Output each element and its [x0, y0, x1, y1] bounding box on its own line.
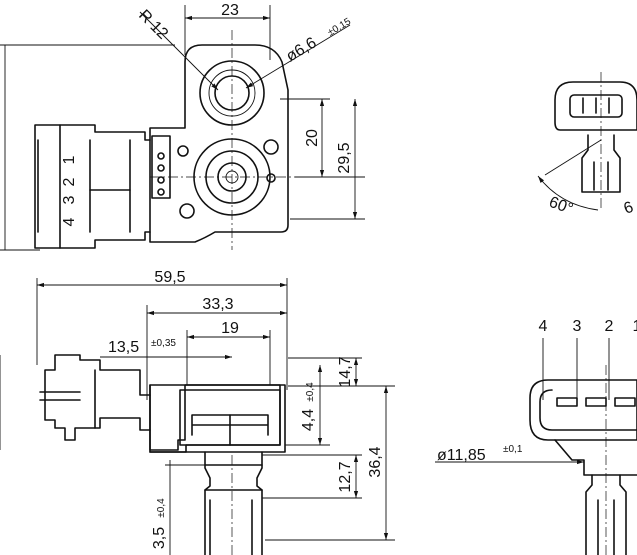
dim-33-3: 33,3 — [202, 296, 233, 313]
dim-59-5: 59,5 — [154, 269, 185, 286]
pin-dot-2 — [157, 164, 165, 172]
outer-dia: ø11,85 — [437, 447, 486, 464]
screw-hole-2 — [179, 203, 195, 219]
top-pin-2: 2 — [61, 177, 78, 186]
lower-flange — [554, 439, 637, 476]
top-connector — [34, 124, 151, 249]
right-upper-view: 60° 6 — [537, 72, 637, 218]
angle-arc — [537, 175, 599, 211]
upper-stem — [581, 134, 621, 193]
pin-block — [151, 135, 171, 199]
top-pin-4: 4 — [61, 217, 78, 226]
pin-label-4: 4 — [539, 318, 548, 335]
screw-hole-3 — [266, 173, 276, 183]
angle-label-partial: 6 — [622, 199, 636, 218]
dim-hole-tol: ±0,15 — [326, 16, 353, 39]
dim-hole-dia: ø6,6 — [283, 34, 319, 65]
dim-3-5-tol: ±0,4 — [156, 498, 167, 518]
dim-13-5: 13,5 — [108, 339, 139, 356]
screw-hole-4 — [177, 145, 189, 157]
r12-leader — [139, 11, 219, 91]
lower-connector-face — [529, 379, 637, 441]
dim-12-7: 12,7 — [337, 461, 354, 492]
screw-hole-1 — [263, 139, 279, 155]
lower-pin-3 — [585, 397, 607, 407]
pin-label-3: 3 — [573, 318, 582, 335]
dim-4-4: 4,4 — [300, 409, 317, 431]
angle-label: 60° — [547, 194, 576, 218]
side-connector — [44, 354, 151, 441]
lower-connector-inner — [539, 389, 637, 431]
outer-dia-tol: ±0,1 — [503, 444, 523, 455]
top-flange-outline — [149, 44, 289, 243]
dim-20: 20 — [304, 129, 321, 147]
pin-dot-3 — [157, 176, 165, 184]
dim-3-5: 3,5 — [151, 527, 168, 549]
pin-dot-1 — [157, 152, 165, 160]
lower-pin-4 — [556, 397, 578, 407]
side-view: 59,5 33,3 19 13,5 ±0,35 — [0, 269, 395, 555]
side-stem — [204, 451, 263, 555]
upper-connector-slot — [569, 94, 623, 118]
top-view: 1 2 3 4 23 R 12 ø6,6 ±0,15 20 29,5 — [0, 2, 365, 251]
side-body — [149, 384, 286, 453]
dim-14-7: 14,7 — [337, 356, 354, 387]
pin-label-1: 1 — [633, 318, 637, 335]
dim-4-4-tol: ±0,4 — [305, 382, 316, 402]
hole-leader — [245, 24, 351, 89]
upper-connector-face — [554, 81, 637, 131]
top-pin-1: 1 — [61, 155, 78, 164]
right-lower-view: 4 3 2 1 ø11,85 ±0,1 — [435, 318, 637, 555]
dim-29-5: 29,5 — [336, 142, 353, 173]
dim-23: 23 — [221, 2, 239, 19]
top-pin-3: 3 — [61, 195, 78, 204]
dim-13-5-tol: ±0,35 — [151, 338, 176, 349]
pin-label-2: 2 — [605, 318, 614, 335]
side-body-outline — [149, 384, 281, 453]
dim-19: 19 — [221, 320, 239, 337]
lower-stem — [585, 474, 627, 555]
angle-leg — [544, 139, 602, 176]
lower-pin-2 — [614, 397, 636, 407]
pin-dot-4 — [157, 188, 165, 196]
dim-36-4: 36,4 — [367, 446, 384, 477]
